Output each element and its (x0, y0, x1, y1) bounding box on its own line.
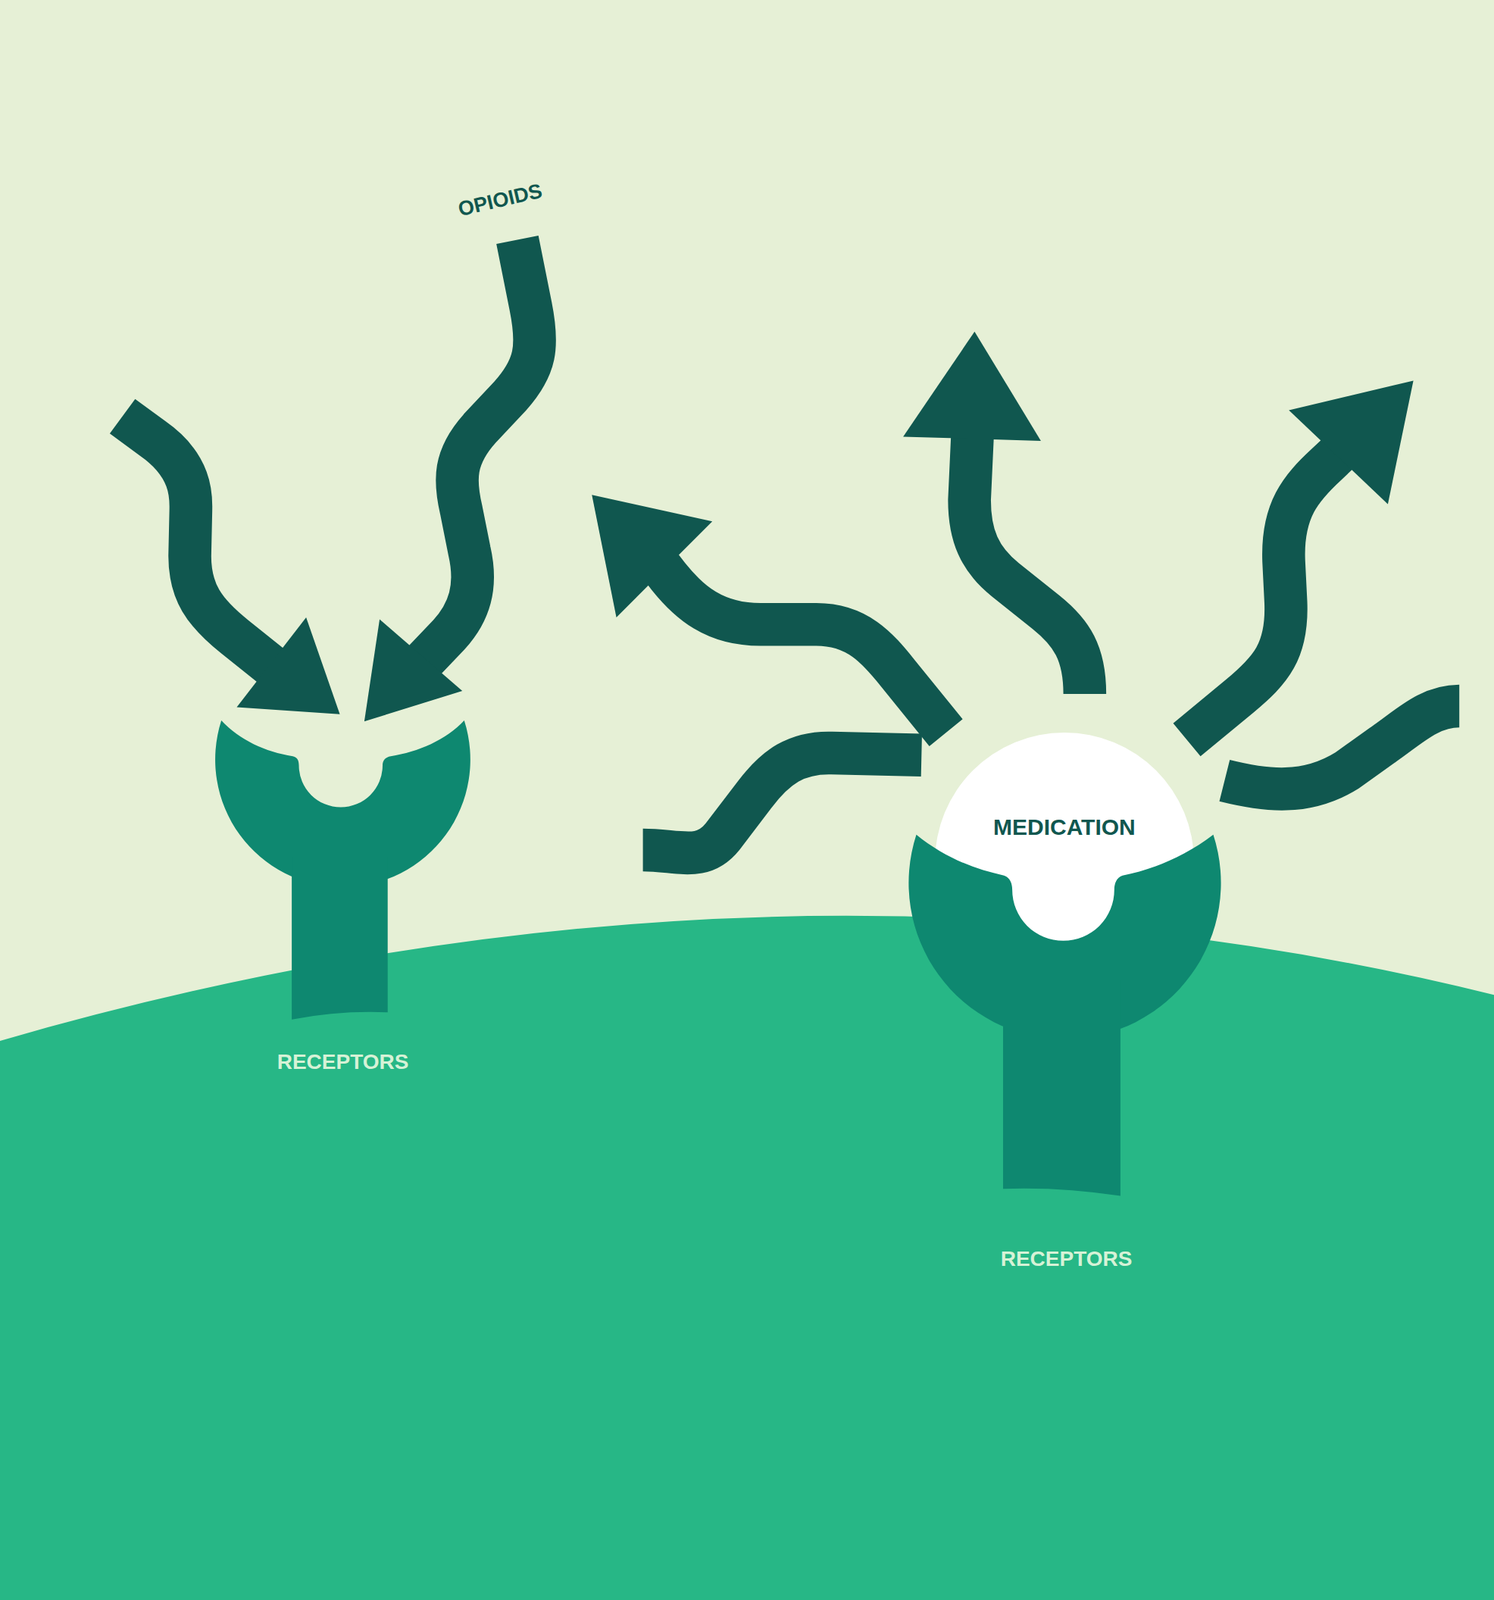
arrowhead (364, 619, 463, 722)
arrowhead (591, 494, 713, 618)
deflected-arrow (643, 753, 923, 854)
receptor-stem (1003, 979, 1121, 1197)
opioid-arrow (408, 240, 535, 679)
node-shape (903, 826, 1230, 1286)
receptor-node: RECEPTORS (209, 714, 477, 1088)
arrow-group (122, 240, 1460, 854)
receptor-label: RECEPTORS (903, 1248, 1230, 1270)
opioid-arrow (122, 416, 282, 674)
deflected-arrow (1187, 446, 1346, 741)
cell-surface (0, 915, 1494, 1600)
receptor-stem (291, 856, 388, 1019)
arrowhead (903, 331, 1041, 441)
molecule-label: MEDICATION (934, 815, 1194, 839)
deflected-arrow (1224, 706, 1460, 789)
deflected-arrow (969, 433, 1085, 694)
arrowhead (1288, 380, 1413, 504)
deflected-arrow (658, 563, 947, 734)
node-shape (209, 714, 477, 1088)
receptor-label: RECEPTORS (209, 1051, 477, 1073)
arrowhead-group (237, 331, 1414, 722)
arrowhead (237, 617, 341, 715)
receptor-node: RECEPTORS (903, 826, 1230, 1286)
